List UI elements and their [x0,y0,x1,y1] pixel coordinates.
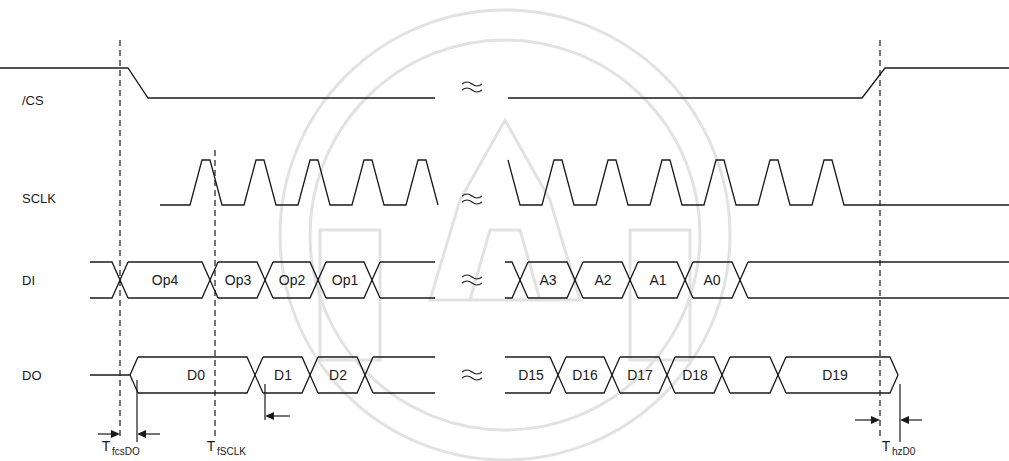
waveform-stroke [326,262,380,298]
bit-label: A1 [649,273,666,287]
waveform-stroke [528,262,583,298]
timing-label: fcsDO [112,447,140,457]
arrow-heads [111,412,909,438]
waveform-stroke [326,262,380,298]
waveform-stroke [128,262,218,298]
bit-label: Op2 [279,273,305,287]
bit-label: Op3 [225,273,251,287]
waveform-stroke [730,357,786,393]
waveform-stroke [263,357,318,393]
waveform-stroke [638,262,693,298]
waveform-stroke [90,262,128,298]
timing-label: T [207,439,216,453]
bit-label: D2 [329,368,347,382]
waveform-stroke [620,357,675,393]
cs-waveform [0,68,1009,98]
waveform-stroke [218,262,273,298]
timing-label: hzD0 [892,447,915,457]
waveform-stroke [748,261,1009,262]
waveform-stroke [505,357,566,393]
timing-label: fSCLK [217,447,246,457]
waveform-stroke [128,262,218,298]
waveform-stroke [138,357,263,393]
bit-label: Op4 [152,273,178,287]
waveform-stroke [160,160,438,205]
waveform-stroke [273,262,326,298]
signal-name: DO [22,369,42,382]
waveform-stroke [786,357,898,393]
watermark-seal [280,10,730,460]
waveform-stroke [273,262,326,298]
waveform-stroke [693,262,748,298]
waveform-stroke [380,261,435,262]
waveform-stroke [373,356,435,357]
bit-label: A3 [539,273,556,287]
reference-lines [120,40,880,440]
waveform-stroke [505,262,528,298]
waveform-stroke [730,357,786,393]
waveform-stroke [218,262,273,298]
signal-name: SCLK [22,192,56,205]
timing-label: T [102,439,111,453]
waveform-stroke [505,357,566,393]
waveform-stroke [263,357,318,393]
bit-label: Op1 [332,273,358,287]
waveform-stroke [528,262,583,298]
waveform-stroke [380,297,435,298]
waveform-stroke [566,357,620,393]
bit-label: D19 [822,368,848,382]
data-buses [90,262,1009,393]
bit-label: D17 [627,368,653,382]
bit-label: A2 [594,273,611,287]
timing-arrows [98,380,922,442]
sclk-waveform [160,160,1009,205]
signal-name: DI [22,274,35,287]
waveform-stroke [318,357,373,393]
waveform-stroke [138,357,263,393]
waveform-stroke [620,357,675,393]
waveform-stroke [318,357,373,393]
waveform-stroke [90,357,138,375]
timing-label: T [882,439,891,453]
bit-label: D16 [572,368,598,382]
signal-name: /CS [22,94,44,107]
waveform-stroke [675,357,730,393]
waveform-stroke [748,297,1009,298]
bit-label: D18 [682,368,708,382]
waveform-stroke [90,262,128,298]
waveform-stroke [583,262,638,298]
waveform-stroke [373,392,435,393]
waveform-stroke [675,357,730,393]
bit-label: D1 [274,368,292,382]
bit-label: D15 [518,368,544,382]
bit-label: D0 [187,368,205,382]
waveform-stroke [505,262,528,298]
waveform-stroke [583,262,638,298]
break-marks [462,82,482,380]
waveform-stroke [638,262,693,298]
waveform-stroke [693,262,748,298]
bit-label: A0 [703,273,720,287]
waveform-stroke [508,160,1009,205]
waveform-stroke [566,357,620,393]
